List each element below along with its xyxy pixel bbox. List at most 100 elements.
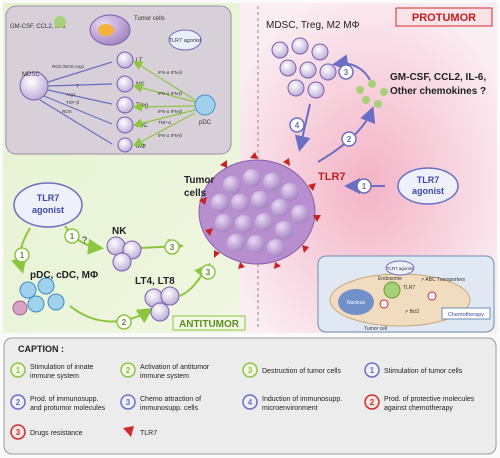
- mdsc-arrow-cdc: [43, 95, 113, 125]
- caption-step-marker: [10, 362, 26, 378]
- caption-item-line2: immune system: [140, 373, 189, 380]
- inset-ifn-label-2: IFN-α IFN-β: [158, 91, 182, 96]
- inset-agonist-badge: [385, 260, 415, 276]
- cdc-cell-icon: [116, 116, 134, 134]
- inset-chemo-label: Chemotherapy: [448, 312, 484, 318]
- arrow-antitumor-activation: [69, 305, 154, 324]
- inset-mdsc-label: MDSC: [22, 72, 40, 78]
- inset-arg1-label: Arg1: [66, 92, 76, 97]
- caption-item-line1: Stimulation of innate: [30, 364, 94, 371]
- protumor-chemokines-line2: Other chemokines ?: [390, 86, 486, 97]
- tlr7-receptor-icons: [199, 152, 321, 269]
- caption-step-number: 2: [126, 366, 131, 375]
- protumor-section: PROTUMOR MDSC, Treg, M2 MΦ GM-CSF, CCL2,…: [266, 7, 493, 205]
- step-3-number: 3: [344, 68, 349, 77]
- protumor-chemokines-line1: GM-CSF, CCL2, IL-6,: [390, 72, 486, 83]
- tumor-cells-pattern: [211, 169, 309, 257]
- protumor-agonist-line1: TLR7: [417, 175, 440, 185]
- caption-step-marker: [10, 394, 26, 410]
- caption-step-number: 3: [16, 428, 21, 437]
- inset-nucleus-label: Nucleus: [347, 300, 366, 306]
- caption-item-line2: microenvironment: [262, 405, 318, 412]
- endosome-icon: [383, 281, 401, 299]
- caption-item-line1: Destruction of tumor cells: [262, 368, 341, 375]
- caption-step-marker: [120, 362, 136, 378]
- anti-step-1a-marker: [14, 247, 30, 263]
- inset-tumor-cells-label: Tumor cells: [134, 16, 165, 22]
- caption-item-line1: TLR7: [140, 430, 157, 437]
- mdsc-arrow-treg: [47, 89, 113, 105]
- antitumor-section: TLR7 agonist Tumor cells 1 1 ? 3 2 3 NK: [11, 175, 246, 331]
- anti-step-1b-number: 1: [70, 232, 75, 241]
- inset-bcl2-label: ↗ Bcl2: [404, 309, 420, 315]
- treg-cell-icon: [116, 96, 134, 114]
- mphi-cell-icon: [117, 137, 133, 153]
- caption-item-line1: Prod. of immunosupp.: [30, 396, 99, 403]
- nk-cells-group: [106, 236, 142, 272]
- antitumor-dcs-label: pDC, cDC, MΦ: [30, 270, 98, 281]
- step-4-marker: [289, 117, 305, 133]
- suppressive-cell-icon: [307, 81, 325, 99]
- protumor-title: PROTUMOR: [412, 12, 476, 24]
- inset-tlr7-agonist-label: TLR7 agonist: [387, 266, 415, 271]
- suppressive-cell-icon: [287, 79, 305, 97]
- inset-tumor-cell-label: Tumor cell: [364, 326, 387, 332]
- mdsc-arrow-nk: [47, 83, 113, 87]
- tumor-nucleus-icon: [98, 24, 114, 36]
- suppressive-cell-cluster: [271, 37, 337, 99]
- anti-step-3a-marker: [164, 239, 180, 255]
- caption-item-line2: against chemotherapy: [384, 405, 453, 412]
- caption-step-marker: [120, 394, 136, 410]
- lt-cell-icon: [116, 51, 134, 69]
- chemotherapy-box: [441, 307, 491, 320]
- inset-ifn-label-3: IFN-α IFN-β: [158, 109, 182, 114]
- suppressive-cell-icon: [291, 37, 309, 55]
- pdc-arrow-nk: [132, 83, 196, 103]
- inset-chemoresistance: Nucleus Endosome TLR7 TLR7 agonist ↗ ABC…: [317, 255, 495, 333]
- anti-step-3b-marker: [200, 264, 216, 280]
- antitumor-question: ?: [82, 235, 87, 245]
- arrow-immunosupp-env: [294, 103, 311, 152]
- antitumor-title-box: [172, 315, 246, 331]
- pdc-arrow-mphi: [132, 112, 196, 147]
- step-1-marker: [356, 178, 372, 194]
- nk-cell-icon: [116, 75, 134, 93]
- step-1-number: 1: [362, 182, 367, 191]
- inset-endosome-label: Endosome: [378, 276, 402, 282]
- anti-step-1a-number: 1: [20, 251, 25, 260]
- inset-abc-label: ↗ ABC Transporters: [420, 277, 466, 283]
- caption-item-line1: Activation of antitumor: [140, 364, 210, 371]
- caption-step-marker: [242, 362, 258, 378]
- suppressive-cell-icon: [311, 43, 329, 61]
- nucleus-icon: [338, 289, 374, 315]
- protumor-tlr7-agonist-badge: [397, 167, 459, 205]
- dc-cluster: [12, 277, 65, 316]
- caption-step-marker: [364, 394, 380, 410]
- protumor-cells-label: MDSC, Treg, M2 MΦ: [266, 20, 360, 31]
- inset-mphi-label: MΦ: [136, 144, 146, 150]
- caption-step-marker: [242, 394, 258, 410]
- protumor-title-box: [395, 7, 493, 27]
- inset-question-mark: ?: [76, 84, 79, 90]
- caption-item-line2: immune system: [30, 373, 79, 380]
- tumor-mass: [198, 152, 321, 269]
- suppressive-cell-icon: [299, 61, 317, 79]
- caption-step-number: 3: [126, 398, 131, 407]
- chemokine-dots: [356, 80, 388, 108]
- inset-treg-label: Treg: [136, 103, 148, 109]
- mdsc-arrow-mphi: [39, 99, 113, 145]
- pdc-cell-icon: [194, 94, 216, 116]
- caption-title: CAPTION :: [18, 344, 64, 354]
- caption-item-line2: immunosupp. cells: [140, 405, 198, 412]
- antitumor-tlr7-agonist-badge: [13, 182, 83, 228]
- red-step-2-marker: [379, 299, 389, 309]
- inset-pdc-label: pDC: [199, 120, 212, 126]
- pdc-arrow-cdc: [132, 109, 196, 128]
- antitumor-agonist-line2: agonist: [32, 205, 64, 215]
- caption-step-number: 4: [248, 398, 253, 407]
- inset-innate-immunity: Tumor cells TLR7 agonist GM-CSF, CCL2, I…: [5, 5, 232, 155]
- step-3-marker: [338, 64, 354, 80]
- caption-item-line1: Prod. of protective molecules: [384, 396, 475, 403]
